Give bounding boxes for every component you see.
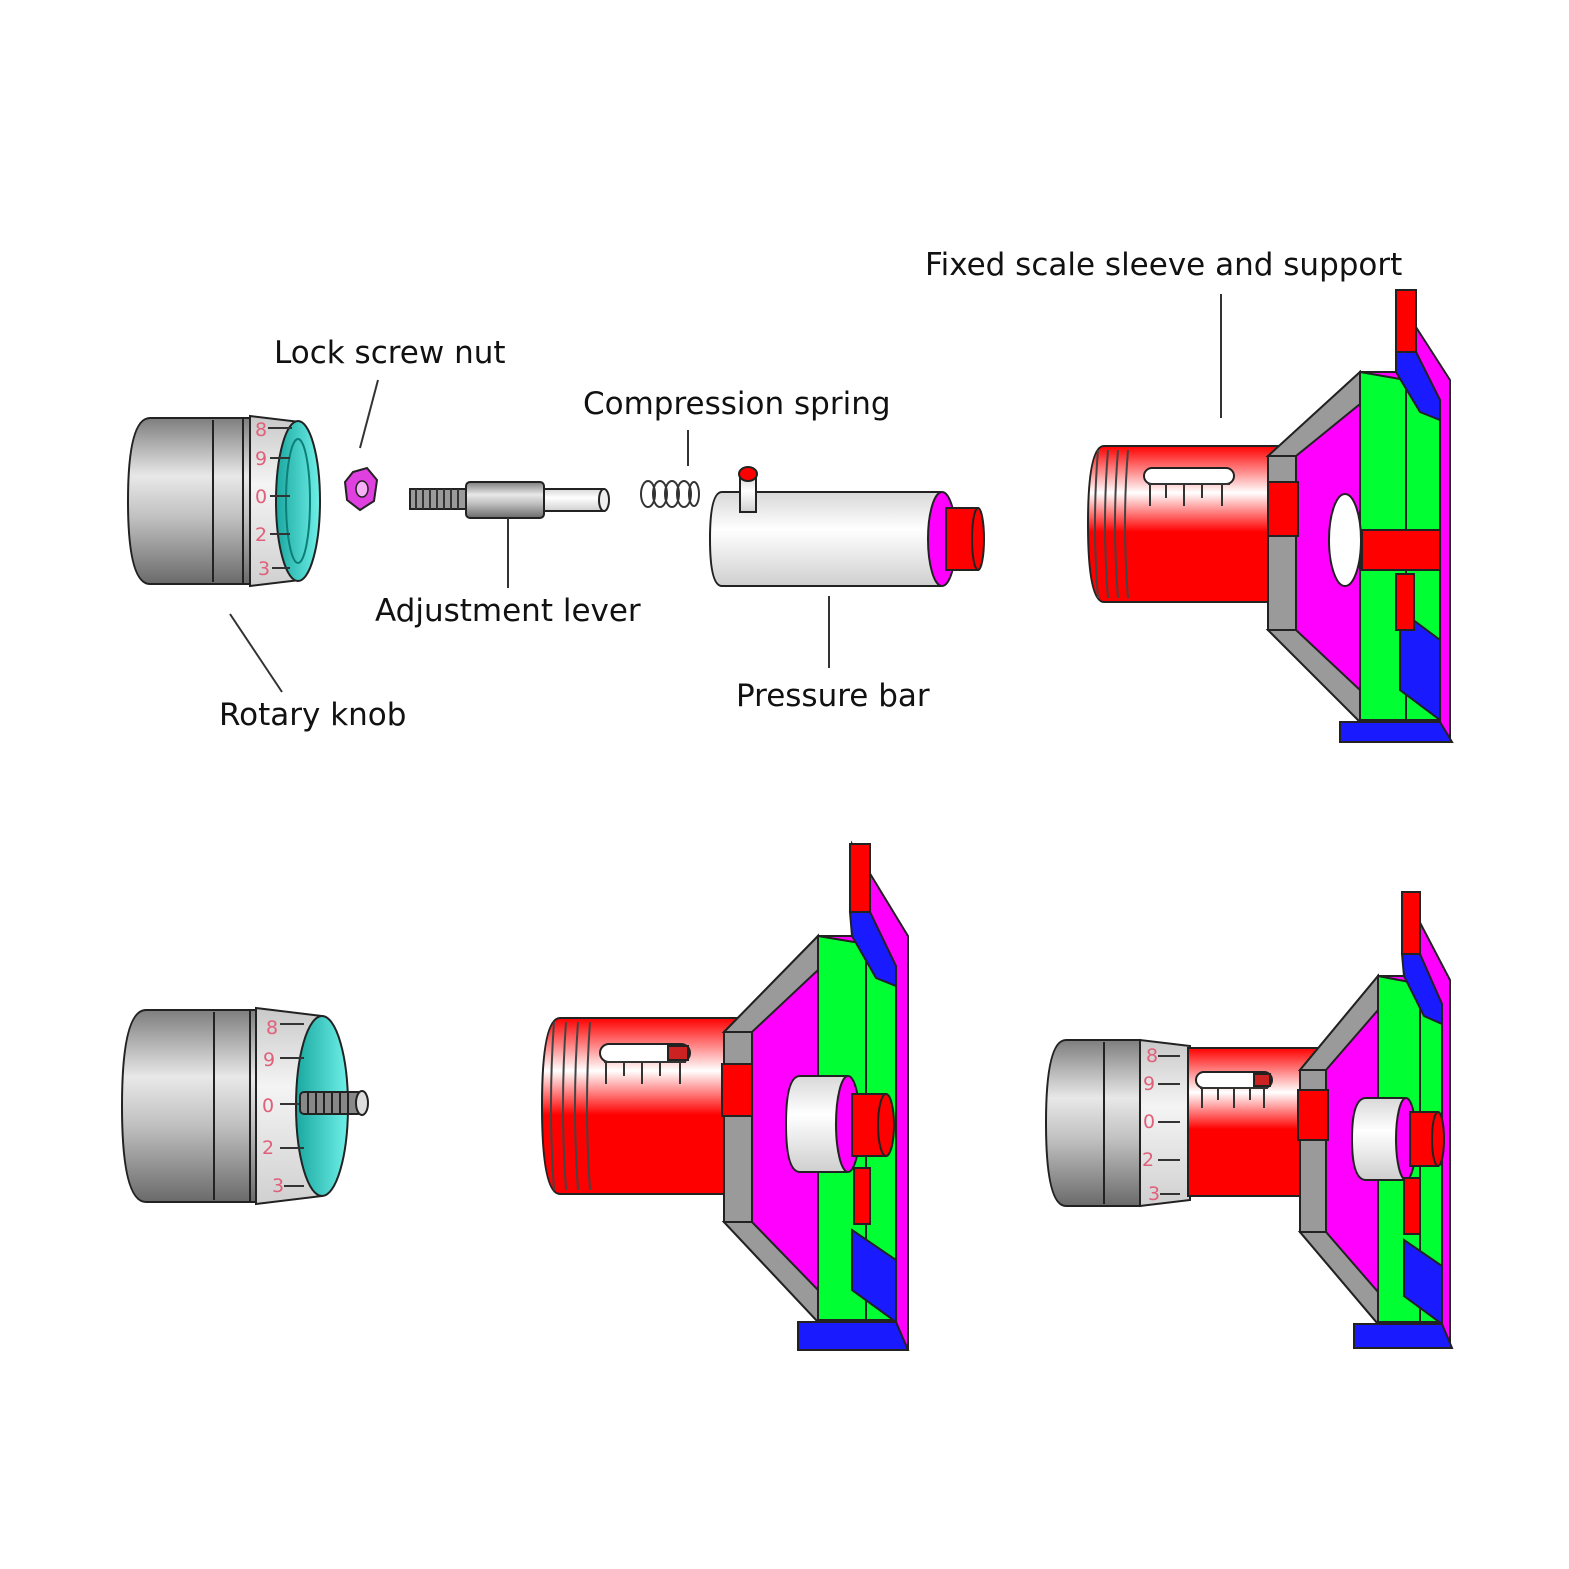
label-lock-nut: Lock screw nut	[274, 335, 506, 371]
adjustment-lever	[409, 481, 610, 519]
pressure-bar	[708, 466, 985, 587]
svg-text:8: 8	[255, 419, 267, 441]
label-rotary-knob: Rotary knob	[219, 697, 406, 733]
svg-text:8: 8	[1146, 1045, 1158, 1067]
label-adjustment-lever: Adjustment lever	[375, 593, 641, 629]
svg-text:3: 3	[258, 558, 270, 580]
svg-text:9: 9	[1143, 1073, 1155, 1095]
full-assembly: 8 9 0 2 3	[1044, 891, 1454, 1349]
svg-text:3: 3	[1148, 1183, 1160, 1205]
svg-text:3: 3	[272, 1175, 284, 1197]
svg-text:2: 2	[255, 524, 267, 546]
svg-text:2: 2	[1142, 1149, 1154, 1171]
label-fixed-sleeve: Fixed scale sleeve and support	[925, 247, 1402, 283]
sleeve-with-pressure-bar	[540, 840, 910, 1351]
svg-text:8: 8	[266, 1017, 278, 1039]
svg-text:2: 2	[262, 1137, 274, 1159]
svg-text:9: 9	[263, 1049, 275, 1071]
label-compression-spring: Compression spring	[583, 386, 891, 422]
svg-text:0: 0	[255, 486, 267, 508]
svg-text:9: 9	[255, 448, 267, 470]
svg-text:0: 0	[262, 1095, 274, 1117]
knob-scale-top: 8 9 0 2 3	[255, 419, 292, 580]
leader-lock-nut	[359, 379, 379, 449]
svg-text:0: 0	[1143, 1111, 1155, 1133]
lock-screw-nut	[343, 466, 379, 512]
label-pressure-bar: Pressure bar	[736, 678, 930, 714]
leader-rotary-knob	[229, 613, 283, 693]
rotary-knob-exploded: 8 9 0 2 3	[126, 414, 321, 588]
knob-with-screw: 8 9 0 2 3	[120, 1006, 369, 1206]
compression-spring	[640, 480, 700, 508]
fixed-sleeve-support-top	[1086, 289, 1454, 743]
